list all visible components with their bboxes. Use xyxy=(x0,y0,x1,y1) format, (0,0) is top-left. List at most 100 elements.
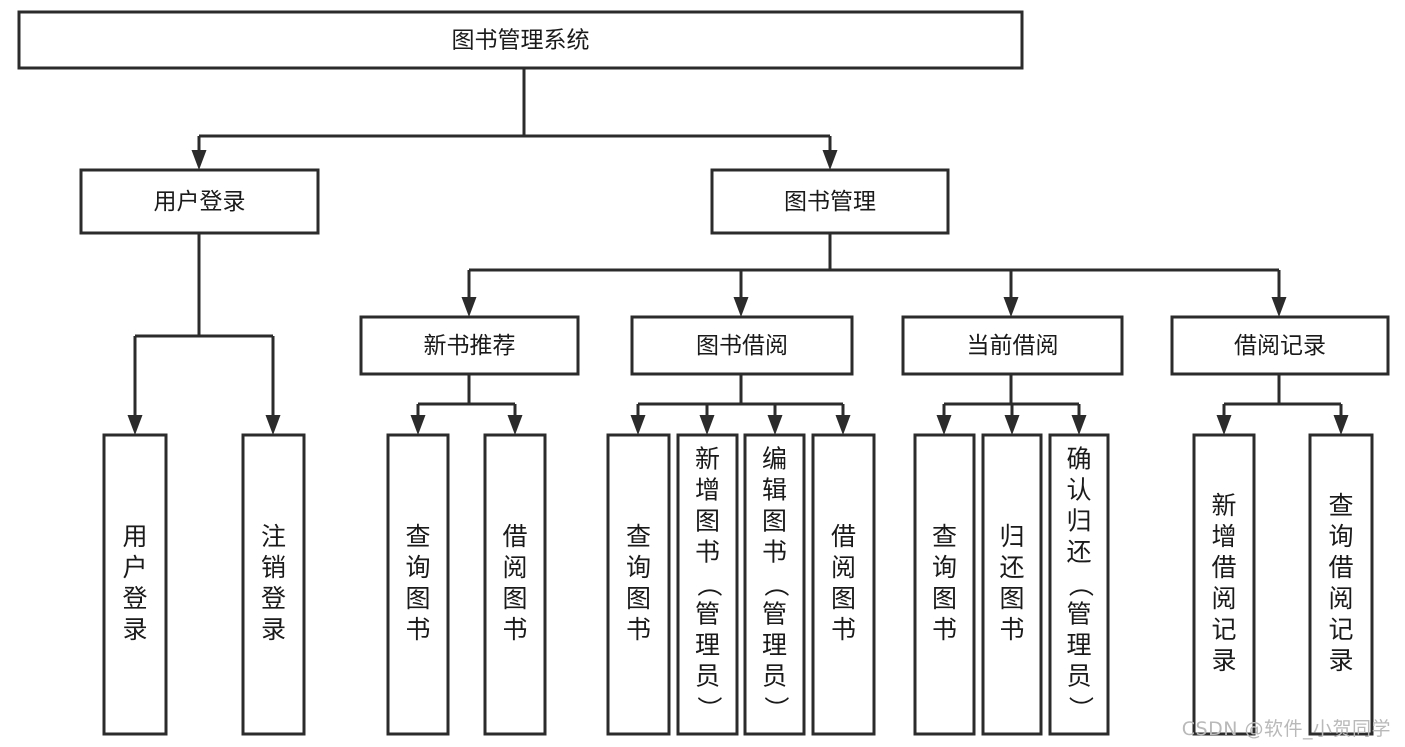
arrowhead xyxy=(127,415,143,435)
node-user-login[interactable]: 用户登录 xyxy=(79,168,320,235)
node-box xyxy=(483,433,547,736)
node-label-char: 借 xyxy=(502,522,527,551)
node-label-char: 书 xyxy=(502,615,527,644)
node-box xyxy=(1170,315,1390,376)
node-box xyxy=(710,168,950,235)
arrowhead xyxy=(767,415,783,435)
connector-current-borrow-to-leaves xyxy=(936,374,1087,435)
node-label-char: 借 xyxy=(831,522,856,551)
node-box xyxy=(901,315,1124,376)
node-label-char: ） xyxy=(762,696,791,721)
node-label-char: 归 xyxy=(1066,507,1091,536)
node-box xyxy=(79,168,320,235)
node-box xyxy=(102,433,168,736)
node-current-borrow[interactable]: 当前借阅 xyxy=(901,315,1124,376)
node-label-char: 确 xyxy=(1066,445,1091,474)
node-label-char: 户 xyxy=(122,553,147,582)
node-label-char: （ xyxy=(762,572,791,597)
node-label-char: 还 xyxy=(999,553,1024,582)
arrowhead xyxy=(1071,415,1087,435)
node-label-char: 登 xyxy=(122,584,147,613)
node-book-borrow[interactable]: 图书借阅 xyxy=(630,315,854,376)
node-label-char: 图 xyxy=(932,584,957,613)
arrowhead xyxy=(1003,297,1019,317)
node-label-char: 书 xyxy=(695,538,720,567)
node-label-char: 图 xyxy=(762,507,787,536)
node-leaf-user-login[interactable]: 用户登录 xyxy=(102,433,168,736)
node-label-char: 理 xyxy=(1066,631,1091,660)
node-label-char: 用 xyxy=(122,522,147,551)
node-label-char: 增 xyxy=(1211,522,1236,551)
node-label: 用户登录 xyxy=(154,189,246,215)
arrowhead xyxy=(630,415,646,435)
node-label-char: 阅 xyxy=(502,553,527,582)
node-label: 图书管理 xyxy=(784,189,876,215)
node-book-manage[interactable]: 图书管理 xyxy=(710,168,950,235)
node-box xyxy=(1192,433,1256,736)
node-label-char: 归 xyxy=(999,522,1024,551)
node-label-char: 理 xyxy=(695,631,720,660)
node-label-char: 图 xyxy=(405,584,430,613)
node-label-char: 书 xyxy=(932,615,957,644)
arrowhead xyxy=(507,415,523,435)
node-borrow-record[interactable]: 借阅记录 xyxy=(1170,315,1390,376)
arrowhead xyxy=(410,415,426,435)
node-label-char: 认 xyxy=(1066,476,1091,505)
connector-borrow-record-to-leaves xyxy=(1216,374,1349,435)
node-label-char: 阅 xyxy=(831,553,856,582)
arrowhead xyxy=(936,415,952,435)
node-label-char: 书 xyxy=(626,615,651,644)
connector-root-to-level2 xyxy=(191,68,838,170)
connector-book-manage-to-level3 xyxy=(461,233,1287,317)
node-label-char: 员 xyxy=(762,662,787,691)
node-label-char: 录 xyxy=(1211,646,1236,675)
node-box xyxy=(1048,433,1110,736)
node-label-char: ） xyxy=(1066,696,1095,721)
arrowhead xyxy=(835,415,851,435)
node-label-char: 管 xyxy=(695,600,720,629)
arrowhead xyxy=(1271,297,1287,317)
node-box xyxy=(630,315,854,376)
node-label-char: 阅 xyxy=(1211,584,1236,613)
node-label-char: 查 xyxy=(405,522,430,551)
node-label-char: （ xyxy=(1066,572,1095,597)
node-box xyxy=(811,433,876,736)
node-label-char: 书 xyxy=(405,615,430,644)
node-layer: 图书管理系统用户登录图书管理新书推荐图书借阅当前借阅借阅记录用户登录注销登录查询… xyxy=(17,10,1390,736)
node-label-char: 书 xyxy=(999,615,1024,644)
node-label: 当前借阅 xyxy=(967,333,1059,359)
node-label-char: 录 xyxy=(122,615,147,644)
node-label-char: （ xyxy=(695,572,724,597)
arrowhead xyxy=(699,415,715,435)
node-label-char: 编 xyxy=(762,445,787,474)
node-label-char: 图 xyxy=(695,507,720,536)
node-label-char: 录 xyxy=(261,615,286,644)
node-label: 图书管理系统 xyxy=(452,28,590,54)
node-box xyxy=(743,433,806,736)
node-label-char: 图 xyxy=(626,584,651,613)
node-label-char: 查 xyxy=(932,522,957,551)
node-root[interactable]: 图书管理系统 xyxy=(17,10,1024,70)
node-label-char: 记 xyxy=(1328,615,1353,644)
node-label-char: 管 xyxy=(762,600,787,629)
node-box xyxy=(386,433,450,736)
node-label-char: 记 xyxy=(1211,615,1236,644)
node-new-book-rec[interactable]: 新书推荐 xyxy=(359,315,580,376)
node-label-char: 还 xyxy=(1066,538,1091,567)
node-label-char: 员 xyxy=(1066,662,1091,691)
node-label-char: 增 xyxy=(695,476,720,505)
